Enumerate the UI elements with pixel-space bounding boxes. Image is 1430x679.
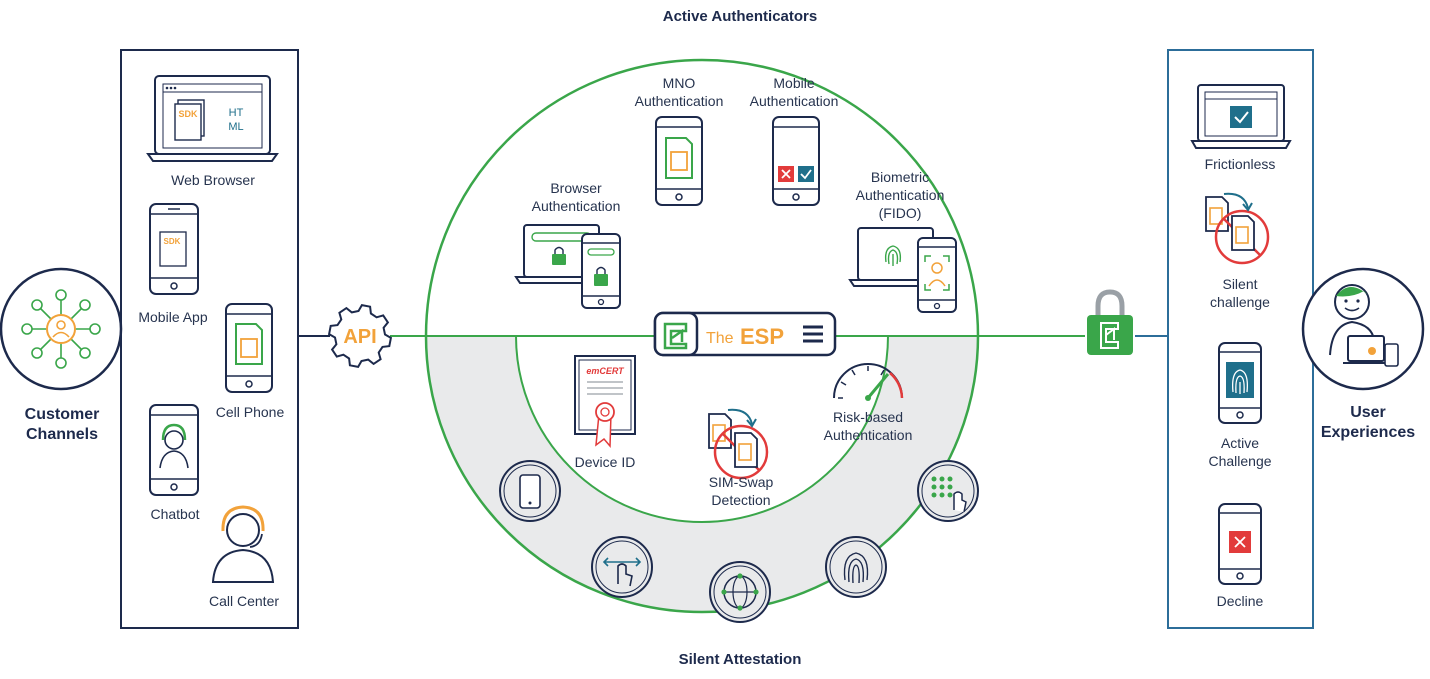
frictionless-label: Frictionless — [1204, 156, 1276, 172]
web-browser-label: Web Browser — [171, 172, 255, 188]
bio-line2: Authentication — [855, 187, 945, 203]
user-experiences-title: User Experiences — [1306, 403, 1430, 443]
user-avatar-icon — [1301, 267, 1425, 391]
silent-challenge-label: Silent challenge — [1180, 275, 1300, 311]
customer-channels-title-line2: Channels — [25, 426, 98, 443]
decline-label: Decline — [1216, 593, 1264, 609]
mobile-app-label: Mobile App — [138, 309, 208, 325]
customer-channels-network-icon — [0, 267, 123, 391]
silent-challenge-line2: challenge — [1210, 294, 1270, 310]
mobile-line2: Authentication — [749, 93, 839, 109]
emcert-text: emCERT — [586, 366, 625, 376]
customer-channels-title: Customer Channels — [0, 405, 124, 445]
mobile-authentication-label: Mobile Authentication — [734, 74, 854, 110]
api-label: API — [343, 326, 376, 348]
mobile-line1: Mobile — [773, 75, 815, 91]
simswap-line1: SIM-Swap — [708, 474, 774, 490]
active-challenge-phone-icon — [1218, 342, 1262, 424]
simswap-line2: Detection — [711, 492, 771, 508]
browser-line1: Browser — [550, 180, 602, 196]
call-center-agent-icon — [211, 505, 275, 583]
silent-network-globe-icon — [709, 561, 771, 623]
mno-authentication-phone-icon — [655, 116, 703, 206]
silent-attestation-title: Silent Attestation — [678, 651, 802, 668]
browser-line2: Authentication — [531, 198, 621, 214]
sdk-text: SDK — [178, 109, 198, 119]
browser-authentication-devices-icon — [514, 224, 621, 309]
user-experiences-title-line2: Experiences — [1320, 424, 1416, 441]
biometric-fido-devices-icon — [848, 227, 957, 313]
cell-phone-icon — [225, 303, 273, 393]
active-authenticators-title: Active Authenticators — [662, 8, 818, 25]
esp-the-text: The — [706, 330, 734, 347]
web-browser-laptop-icon: SDK HT ML — [146, 75, 279, 162]
chatbot-label: Chatbot — [150, 506, 200, 522]
active-challenge-label: Active Challenge — [1180, 434, 1300, 470]
silent-challenge-sim-icon — [1205, 192, 1270, 265]
esp-platform-badge: The ESP — [653, 311, 837, 357]
user-experiences-title-line1: User — [1350, 404, 1386, 421]
silent-keypad-icon — [917, 460, 979, 522]
sdk-text-mobile: SDK — [164, 237, 181, 246]
active-challenge-line2: Challenge — [1208, 453, 1272, 469]
html-text-2: ML — [228, 121, 243, 133]
device-id-label: Device ID — [574, 454, 636, 470]
silent-fingerprint-icon — [825, 536, 887, 598]
decline-phone-icon — [1218, 503, 1262, 585]
mobile-app-phone-icon: SDK — [149, 203, 199, 295]
frictionless-laptop-icon — [1190, 84, 1292, 149]
mno-authentication-label: MNO Authentication — [619, 74, 739, 110]
risk-gauge-icon — [833, 363, 904, 401]
risk-line2: Authentication — [823, 427, 913, 443]
sim-swap-label: SIM-Swap Detection — [686, 473, 796, 509]
biometric-authentication-label: Biometric Authentication (FIDO) — [840, 168, 960, 222]
esp-name-text: ESP — [740, 324, 784, 349]
silent-device-phone-icon — [499, 460, 561, 522]
html-text-1: HT — [229, 107, 244, 119]
browser-authentication-label: Browser Authentication — [516, 179, 636, 215]
mobile-authentication-phone-icon — [772, 116, 820, 206]
secure-lock-icon — [1087, 289, 1133, 355]
silent-challenge-line1: Silent — [1222, 276, 1258, 292]
customer-channels-title-line1: Customer — [24, 406, 100, 423]
mno-line1: MNO — [662, 75, 696, 91]
risk-based-label: Risk-based Authentication — [808, 408, 928, 444]
call-center-label: Call Center — [208, 593, 280, 609]
bio-line3: (FIDO) — [878, 205, 922, 221]
api-gear-icon: API — [327, 303, 393, 369]
sim-swap-detection-icon — [708, 408, 769, 480]
active-challenge-line1: Active — [1220, 435, 1260, 451]
chatbot-phone-icon — [149, 404, 199, 496]
device-id-certificate-icon: emCERT — [574, 355, 636, 448]
mno-line2: Authentication — [634, 93, 724, 109]
silent-swipe-gesture-icon — [591, 536, 653, 598]
bio-line1: Biometric — [870, 169, 930, 185]
risk-line1: Risk-based — [832, 409, 904, 425]
cell-phone-label: Cell Phone — [215, 404, 285, 420]
